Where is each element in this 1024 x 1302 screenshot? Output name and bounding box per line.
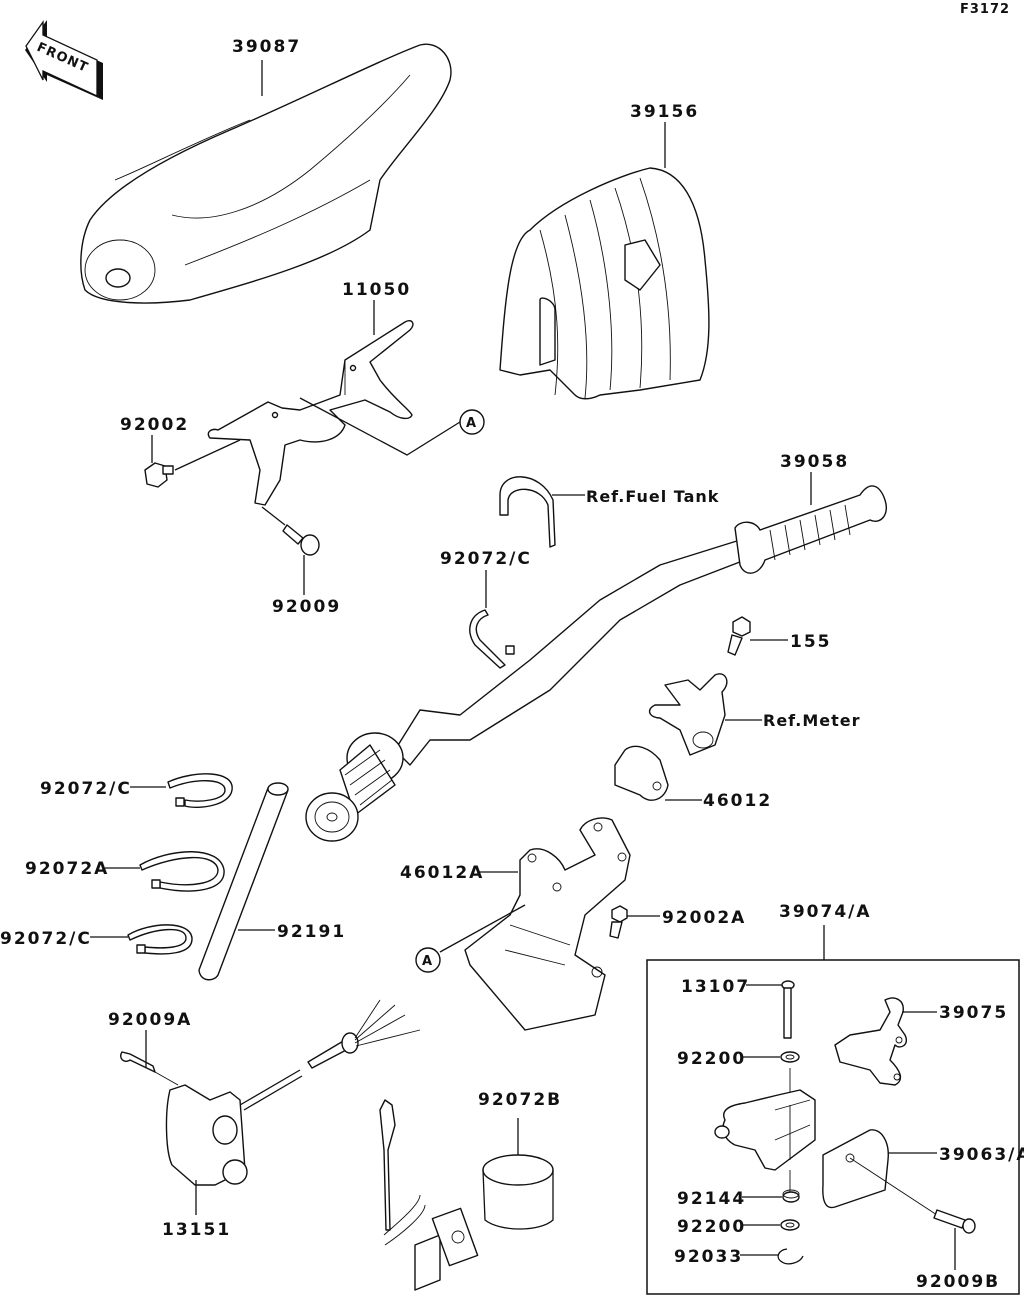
- svg-text:A: A: [466, 416, 477, 431]
- part-92200-washer-2[interactable]: 92200: [677, 1217, 800, 1237]
- left-grip: [305, 732, 404, 842]
- part-92200-washer-1[interactable]: 92200: [677, 1049, 800, 1100]
- label-92144: 92144: [677, 1189, 746, 1209]
- part-92033-circlip[interactable]: 92033: [674, 1247, 804, 1267]
- label-92191: 92191: [277, 922, 346, 942]
- label-92072a: 92072A: [25, 859, 109, 879]
- label-92002a: 92002A: [662, 908, 746, 928]
- part-92144-spring[interactable]: 92144: [677, 1189, 800, 1209]
- reference-marker-a-bottom: A: [415, 904, 526, 973]
- part-92191-tube[interactable]: 92191: [198, 782, 346, 981]
- label-155: 155: [790, 632, 832, 652]
- label-92002: 92002: [120, 415, 189, 435]
- part-13151-switch[interactable]: 13151: [162, 999, 421, 1240]
- label-39063a: 39063/A: [939, 1145, 1024, 1165]
- part-92009b-screw[interactable]: 92009B: [916, 1209, 1000, 1292]
- part-39075-lever[interactable]: 39075: [834, 997, 1008, 1086]
- svg-text:A: A: [422, 954, 433, 969]
- label-92072b: 92072B: [478, 1090, 562, 1110]
- label-92200-1: 92200: [677, 1049, 746, 1069]
- label-39156: 39156: [630, 102, 699, 122]
- fuel-tank-hose: Ref.Fuel Tank: [499, 476, 719, 548]
- part-46012a-holder[interactable]: 46012A: [400, 817, 631, 1031]
- label-92033: 92033: [674, 1247, 743, 1267]
- label-92072c-1: 92072/C: [40, 779, 132, 799]
- part-39087-seat-cover[interactable]: 39087: [80, 37, 452, 304]
- label-92009b: 92009B: [916, 1272, 1000, 1292]
- label-39075: 39075: [939, 1003, 1008, 1023]
- label-39087: 39087: [232, 37, 301, 57]
- part-92072c-clamp-2[interactable]: 92072/C: [0, 924, 193, 955]
- front-arrow-icon: FRONT: [25, 19, 103, 100]
- part-92072a-clamp[interactable]: 92072A: [25, 851, 225, 892]
- label-46012a: 46012A: [400, 863, 484, 883]
- label-11050: 11050: [342, 280, 411, 300]
- assembly-box: [646, 959, 1020, 1295]
- part-92072c-clamp-1[interactable]: 92072/C: [40, 773, 233, 808]
- ref-fuel-tank: Ref.Fuel Tank: [586, 487, 719, 506]
- label-92009: 92009: [272, 597, 341, 617]
- label-39074a: 39074/A: [779, 902, 872, 922]
- part-92072c-clamp-top[interactable]: 92072/C: [440, 549, 532, 669]
- part-92002a-bolt[interactable]: 92002A: [609, 905, 746, 939]
- part-46012-clamp[interactable]: 46012: [614, 745, 772, 811]
- part-13107-pin[interactable]: 13107: [681, 977, 795, 1039]
- part-39058-handlebar[interactable]: 39058: [394, 452, 887, 766]
- part-92002-bolt[interactable]: 92002: [120, 415, 241, 488]
- part-39063a-cover[interactable]: 39063/A: [822, 1129, 1024, 1216]
- part-39156-cover[interactable]: 39156: [499, 102, 710, 400]
- label-92200-2: 92200: [677, 1217, 746, 1237]
- part-92072b-lanyard-clamp[interactable]: 92072B: [379, 1090, 562, 1291]
- label-92009a: 92009A: [108, 1010, 192, 1030]
- ref-meter: Ref.Meter: [763, 711, 861, 730]
- meter-bracket: Ref.Meter: [648, 673, 861, 756]
- label-13107: 13107: [681, 977, 750, 997]
- label-13151: 13151: [162, 1220, 231, 1240]
- figure-id: F3172: [960, 2, 1010, 17]
- label-92072c-top: 92072/C: [440, 549, 532, 569]
- label-39058: 39058: [780, 452, 849, 472]
- part-92009a-bolt[interactable]: 92009A: [108, 1010, 192, 1086]
- part-92009-bolt[interactable]: 92009: [261, 506, 341, 617]
- label-92072c-2: 92072/C: [0, 929, 92, 949]
- part-11050-bracket[interactable]: 11050: [207, 280, 461, 506]
- reference-marker-a-top: A: [459, 409, 485, 435]
- lever-housing: [714, 1089, 816, 1195]
- part-155-bolt[interactable]: 155: [727, 616, 832, 656]
- part-39074a-assembly[interactable]: 39074/A 13107 92200 39075: [646, 902, 1024, 1295]
- label-46012: 46012: [703, 791, 772, 811]
